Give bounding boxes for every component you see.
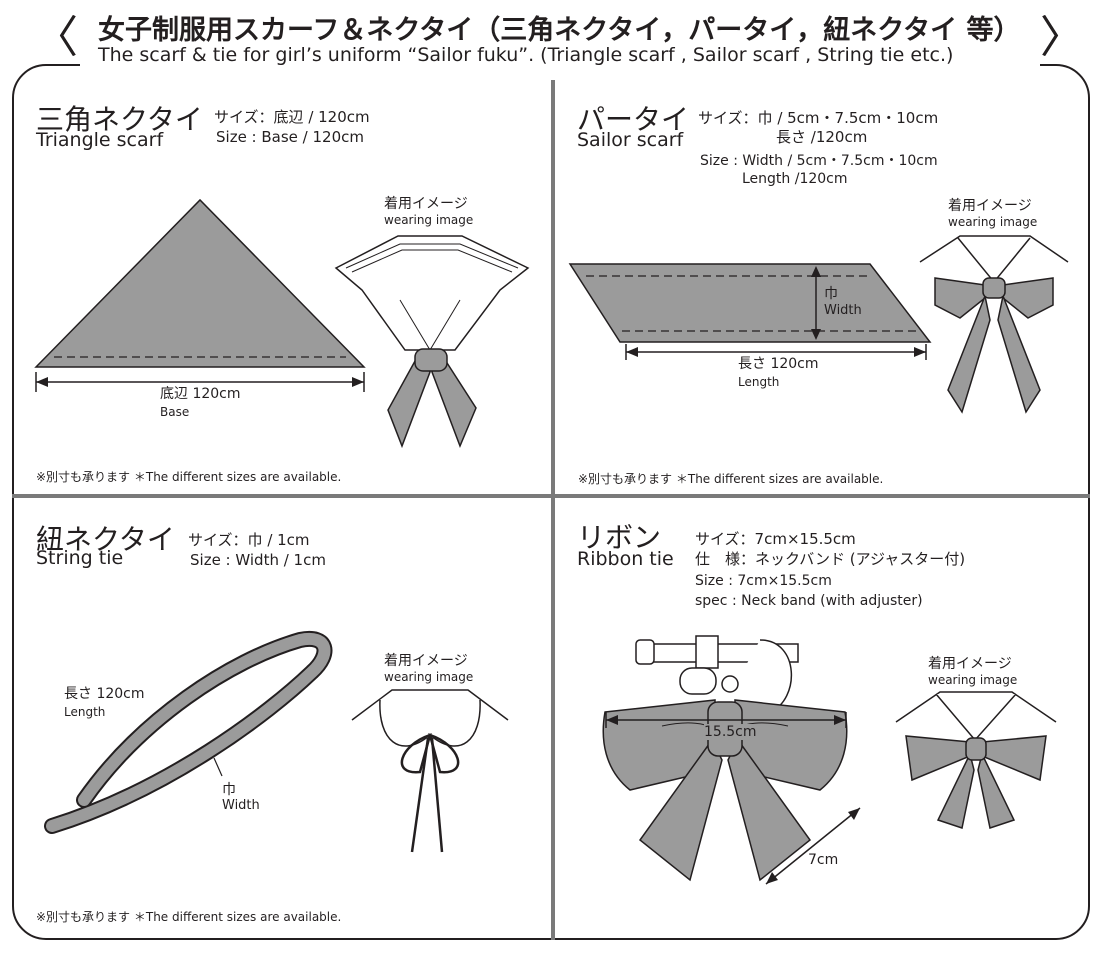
string-wear-label-en: wearing image [384,670,474,684]
page-title-jp: 女子制服用スカーフ＆ネクタイ（三角ネクタイ，パータイ，紐ネクタイ 等） [98,15,1021,46]
string-width-label-jp: 巾 [222,782,236,798]
header-background [80,48,1040,78]
sailor-wearing-image [919,235,1069,414]
horizontal-divider [12,494,1090,498]
sailor-size-en-1: Size : Width / 5cm・7.5cm・10cm [700,153,938,169]
ribbon-name-en: Ribbon tie [577,548,674,570]
triangle-size-en: Size : Base / 120cm [216,128,364,146]
sailor-width-label-en: Width [824,303,862,318]
triangle-wearing-image [334,235,530,449]
sailor-length-label-en: Length [738,375,780,389]
triangle-wear-label-en: wearing image [384,213,474,227]
string-name-jp: 紐ネクタイ [36,523,175,556]
triangle-name-jp: 三角ネクタイ [36,103,203,136]
ribbon-size-en: Size : 7cm×15.5cm [695,573,832,589]
page-title-en: The scarf & tie for girl’s uniform “Sail… [98,44,954,66]
ribbon-width-label: 15.5cm [704,724,757,740]
ribbon-wear-label-en: wearing image [928,673,1018,687]
triangle-base-label-jp: 底辺 120cm [160,386,241,402]
ribbon-spec-jp: 仕 様：ネックバンド (アジャスター付) [695,550,966,568]
sailor-size-en-2: Length /120cm [742,171,848,187]
triangle-name-en: Triangle scarf [36,129,164,151]
string-wearing-image [351,689,509,853]
sailor-length-label-jp: 長さ 120cm [738,356,819,372]
sailor-wear-label-en: wearing image [948,215,1038,229]
ribbon-tail-label: 7cm [808,852,839,868]
triangle-size-jp: サイズ：底辺 / 120cm [214,108,370,126]
ribbon-size-jp: サイズ：7cm×15.5cm [695,530,856,548]
triangle-scarf-illustration [34,198,366,392]
triangle-wear-label-jp: 着用イメージ [384,196,468,212]
sailor-width-label-jp: 巾 [824,286,838,302]
string-size-en: Size : Width / 1cm [190,551,326,569]
string-wear-label-jp: 着用イメージ [384,653,468,669]
string-note: ※別寸も承ります ＊The different sizes are availa… [36,910,342,924]
ribbon-spec-en: spec : Neck band (with adjuster) [695,593,923,609]
string-width-label-en: Width [222,798,260,813]
vertical-divider [551,80,555,940]
ribbon-wear-label-jp: 着用イメージ [928,656,1012,672]
sailor-name-en: Sailor scarf [577,129,684,151]
ribbon-name-jp: リボン [577,521,662,554]
triangle-base-label-en: Base [160,405,190,419]
sailor-size-jp-2: 長さ /120cm [776,128,868,146]
string-size-jp: サイズ：巾 / 1cm [188,531,310,549]
string-length-label-jp: 長さ 120cm [64,686,145,702]
sailor-scarf-illustration [568,263,932,360]
string-tie-illustration [44,630,333,834]
sailor-wear-label-jp: 着用イメージ [948,198,1032,214]
string-name-en: String tie [36,547,124,569]
sailor-name-jp: パータイ [577,103,690,136]
sailor-size-jp-1: サイズ：巾 / 5cm・7.5cm・10cm [698,109,939,127]
sailor-note: ※別寸も承ります ＊The different sizes are availa… [578,472,884,486]
string-length-label-en: Length [64,705,106,719]
triangle-note: ※別寸も承ります ＊The different sizes are availa… [36,470,342,484]
